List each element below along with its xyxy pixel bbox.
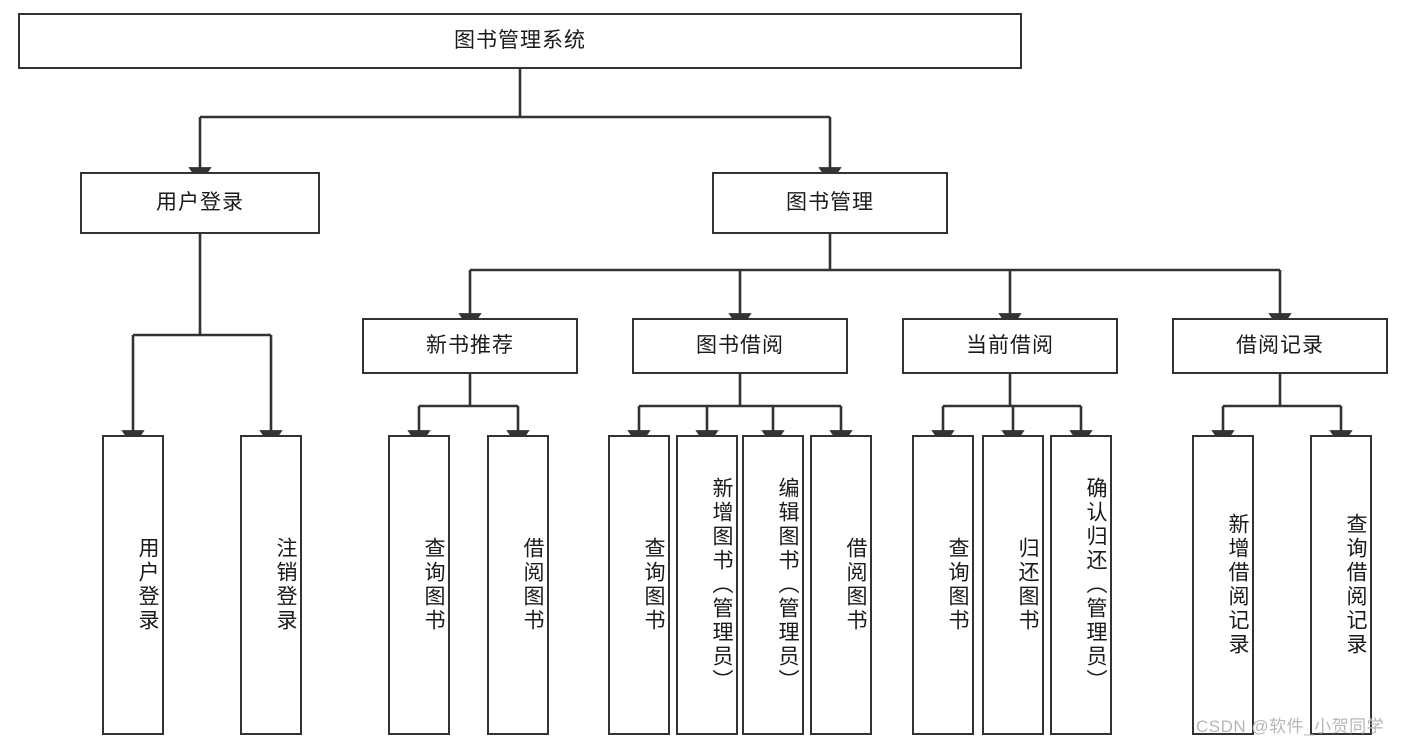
node-root[interactable]: 图书管理系统 xyxy=(18,13,1022,69)
node-label: 归还图书 xyxy=(1016,537,1039,633)
node-label: 查询图书 xyxy=(946,537,969,633)
node-label: 图书管理 xyxy=(786,191,874,215)
node-leaf-query-book-current[interactable]: 查询图书 xyxy=(912,435,974,735)
node-label: 借阅图书 xyxy=(521,537,544,633)
node-label: 确认归还（管理员） xyxy=(1084,477,1107,693)
node-current-borrow[interactable]: 当前借阅 xyxy=(902,318,1118,374)
node-book-borrow[interactable]: 图书借阅 xyxy=(632,318,848,374)
node-label: 借阅记录 xyxy=(1236,334,1324,358)
node-label: 图书借阅 xyxy=(696,334,784,358)
node-leaf-return-book[interactable]: 归还图书 xyxy=(982,435,1044,735)
node-borrow-records[interactable]: 借阅记录 xyxy=(1172,318,1388,374)
node-label: 查询借阅记录 xyxy=(1344,513,1367,657)
node-label: 注销登录 xyxy=(274,537,297,633)
node-leaf-user-login[interactable]: 用户登录 xyxy=(102,435,164,735)
node-label: 用户登录 xyxy=(156,191,244,215)
node-new-book-recommend[interactable]: 新书推荐 xyxy=(362,318,578,374)
node-label: 新增图书（管理员） xyxy=(710,477,733,693)
node-book-management[interactable]: 图书管理 xyxy=(712,172,948,234)
node-label: 新书推荐 xyxy=(426,334,514,358)
node-leaf-query-book-borrow[interactable]: 查询图书 xyxy=(608,435,670,735)
node-leaf-add-borrow-record[interactable]: 新增借阅记录 xyxy=(1192,435,1254,735)
node-leaf-add-book-admin[interactable]: 新增图书（管理员） xyxy=(676,435,738,735)
node-leaf-edit-book-admin[interactable]: 编辑图书（管理员） xyxy=(742,435,804,735)
node-label: 用户登录 xyxy=(136,537,159,633)
node-leaf-confirm-return-admin[interactable]: 确认归还（管理员） xyxy=(1050,435,1112,735)
node-label: 新增借阅记录 xyxy=(1226,513,1249,657)
node-label: 当前借阅 xyxy=(966,334,1054,358)
node-label: 编辑图书（管理员） xyxy=(776,477,799,693)
watermark-label: CSDN @软件_小贺同学 xyxy=(1196,717,1385,736)
node-label: 查询图书 xyxy=(642,537,665,633)
node-user-login[interactable]: 用户登录 xyxy=(80,172,320,234)
node-label: 借阅图书 xyxy=(844,537,867,633)
node-leaf-query-borrow-record[interactable]: 查询借阅记录 xyxy=(1310,435,1372,735)
node-leaf-borrow-book[interactable]: 借阅图书 xyxy=(810,435,872,735)
node-leaf-query-book-recommend[interactable]: 查询图书 xyxy=(388,435,450,735)
node-label: 查询图书 xyxy=(422,537,445,633)
node-label: 图书管理系统 xyxy=(454,29,586,53)
node-leaf-logout[interactable]: 注销登录 xyxy=(240,435,302,735)
node-leaf-borrow-book-recommend[interactable]: 借阅图书 xyxy=(487,435,549,735)
